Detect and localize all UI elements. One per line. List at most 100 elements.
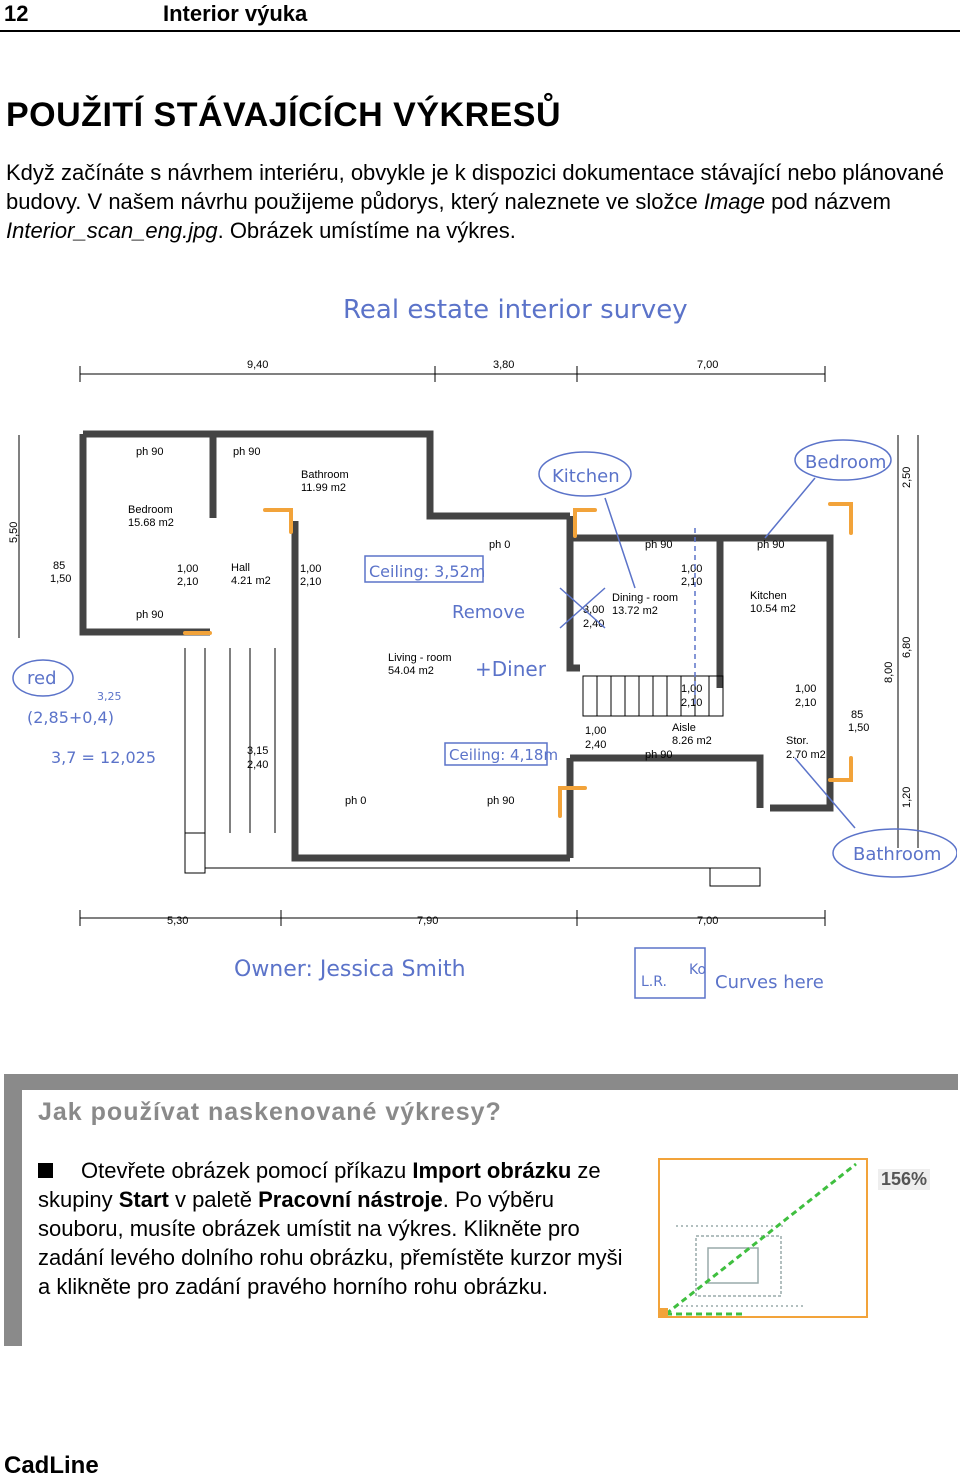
mark-ph90-7: ph 90 — [487, 795, 515, 807]
mark-100-6: 1,00 — [795, 683, 816, 695]
mark-ph90-4: ph 90 — [645, 539, 673, 551]
room-stor-name: Stor. — [786, 735, 809, 747]
note-kitchen: Kitchen — [552, 466, 620, 487]
command-import-image: Import obrázku — [412, 1158, 572, 1183]
section-title: POUŽITÍ STÁVAJÍCÍCH VÝKRESŮ — [6, 96, 562, 134]
cursor-marker-icon — [658, 1308, 668, 1318]
room-aisle-area: 8.26 m2 — [672, 735, 712, 747]
mark-150-left: 1,50 — [50, 573, 71, 585]
intro-paragraph: Když začínáte s návrhem interiéru, obvyk… — [6, 158, 956, 245]
mark-100-4: 1,00 — [681, 563, 702, 575]
intro-text-3: . Obrázek umístíme na výkres. — [217, 218, 516, 243]
mark-ph90-6: ph 90 — [645, 749, 673, 761]
folder-name: Image — [703, 189, 766, 214]
palette-work-tools: Pracovní nástroje — [258, 1187, 443, 1212]
mark-85-right: 85 — [851, 709, 863, 721]
room-aisle-name: Aisle — [672, 722, 696, 734]
mark-315: 3,15 — [247, 745, 268, 757]
room-stor-area: 2.70 m2 — [786, 749, 826, 761]
file-name: Interior_scan_eng.jpg — [6, 218, 218, 243]
bullet-square-icon — [38, 1163, 53, 1178]
mark-210-3: 2,10 — [681, 576, 702, 588]
dim-right-1: 2,50 — [901, 467, 913, 488]
note-ceiling-2: Ceiling: 4,18m — [449, 746, 558, 764]
room-bathroom-area: 11.99 m2 — [301, 482, 346, 494]
room-dining-name: Dining - room — [612, 592, 678, 604]
page-header: 12 Interior výuka — [0, 0, 960, 32]
dim-right-2: 6,80 — [901, 637, 913, 658]
room-bedroom-name: Bedroom — [128, 504, 173, 516]
mark-210-1: 2,10 — [177, 576, 198, 588]
room-kitchen-area: 10.54 m2 — [750, 603, 796, 615]
note-ko: Ko — [689, 962, 706, 978]
placement-screenshot — [656, 1156, 868, 1321]
zoom-indicator: 156% — [878, 1169, 931, 1190]
mark-100-2: 1,00 — [300, 563, 321, 575]
group-start: Start — [118, 1187, 169, 1212]
room-bedroom-area: 15.68 m2 — [128, 517, 174, 529]
dim-top-2: 3,80 — [493, 359, 514, 371]
dim-right-4: 1,20 — [901, 787, 913, 808]
floor-plan-scan: Real estate interior survey 9,40 3,80 7,… — [5, 288, 957, 1018]
callout-text-4: . Po výběru souboru, musíte obrázek umís… — [38, 1187, 623, 1299]
note-bathroom: Bathroom — [853, 844, 941, 865]
room-hall-name: Hall — [231, 562, 250, 574]
mark-ph90-5: ph 90 — [757, 539, 785, 551]
mark-100-3: 1,00 — [585, 725, 606, 737]
note-owner: Owner: Jessica Smith — [234, 957, 466, 982]
dim-bottom-3: 7,00 — [697, 915, 718, 927]
note-ceiling-1: Ceiling: 3,52m — [369, 562, 485, 581]
mark-ph0-1: ph 0 — [489, 539, 510, 551]
mark-ph0-2: ph 0 — [345, 795, 366, 807]
note-diner: +Diner — [475, 657, 547, 681]
note-bedroom: Bedroom — [805, 452, 886, 473]
footer-brand: CadLine — [4, 1452, 99, 1479]
callout-title: Jak používat naskenované výkresy? — [38, 1098, 502, 1126]
dim-top-3: 7,00 — [697, 359, 718, 371]
tip-callout: Jak používat naskenované výkresy? Otevře… — [4, 1074, 958, 1346]
mark-100-5: 1,00 — [681, 683, 702, 695]
mark-ph90-1: ph 90 — [136, 446, 164, 458]
room-hall-area: 4.21 m2 — [231, 575, 271, 587]
note-remove: Remove — [452, 602, 525, 623]
room-living-name: Living - room — [388, 652, 452, 664]
plan-title: Real estate interior survey — [343, 295, 688, 325]
mark-85-left: 85 — [53, 560, 65, 572]
callout-text-3: v paletě — [168, 1187, 259, 1212]
room-bathroom-name: Bathroom — [301, 469, 349, 481]
mark-210-2: 2,10 — [300, 576, 321, 588]
mark-ph90-3: ph 90 — [136, 609, 164, 621]
mark-240-1: 2,40 — [583, 618, 604, 630]
mark-240-2: 2,40 — [247, 759, 268, 771]
note-calc-2: 3,7 = 12,025 — [51, 748, 156, 767]
mark-210-5: 2,10 — [795, 697, 816, 709]
intro-text-1: Když začínáte s návrhem interiéru, obvyk… — [6, 160, 944, 214]
note-red: red — [27, 668, 57, 689]
note-calc-3: 3,25 — [97, 690, 122, 703]
callout-text-1: Otevřete obrázek pomocí příkazu — [81, 1158, 413, 1183]
room-dining-area: 13.72 m2 — [612, 605, 658, 617]
dim-bottom-2: 7,90 — [417, 915, 438, 927]
mark-240-3: 2,40 — [585, 739, 606, 751]
running-title: Interior výuka — [163, 1, 308, 26]
dim-bottom-1: 5,30 — [167, 915, 188, 927]
room-kitchen-name: Kitchen — [750, 590, 787, 602]
callout-bullet-text: Otevřete obrázek pomocí příkazu Import o… — [38, 1156, 638, 1301]
mark-300: 3,00 — [583, 604, 604, 616]
mark-150-right: 1,50 — [848, 722, 869, 734]
note-curves: Curves here — [715, 972, 824, 993]
note-calc-1: (2,85+0,4) — [27, 708, 114, 727]
mark-ph90-2: ph 90 — [233, 446, 261, 458]
note-lr: L.R. — [641, 974, 667, 990]
callout-text-2: ze skupiny — [38, 1158, 601, 1212]
dim-top-1: 9,40 — [247, 359, 268, 371]
mark-210-4: 2,10 — [681, 697, 702, 709]
page-number: 12 — [4, 1, 29, 26]
mark-100-1: 1,00 — [177, 563, 198, 575]
dim-left-1: 5,50 — [8, 522, 20, 543]
callout-left-bar — [4, 1074, 22, 1346]
intro-text-2: pod názvem — [765, 189, 891, 214]
room-living-area: 54.04 m2 — [388, 665, 434, 677]
dim-right-3: 8,00 — [883, 662, 895, 683]
callout-top-bar — [4, 1074, 958, 1090]
